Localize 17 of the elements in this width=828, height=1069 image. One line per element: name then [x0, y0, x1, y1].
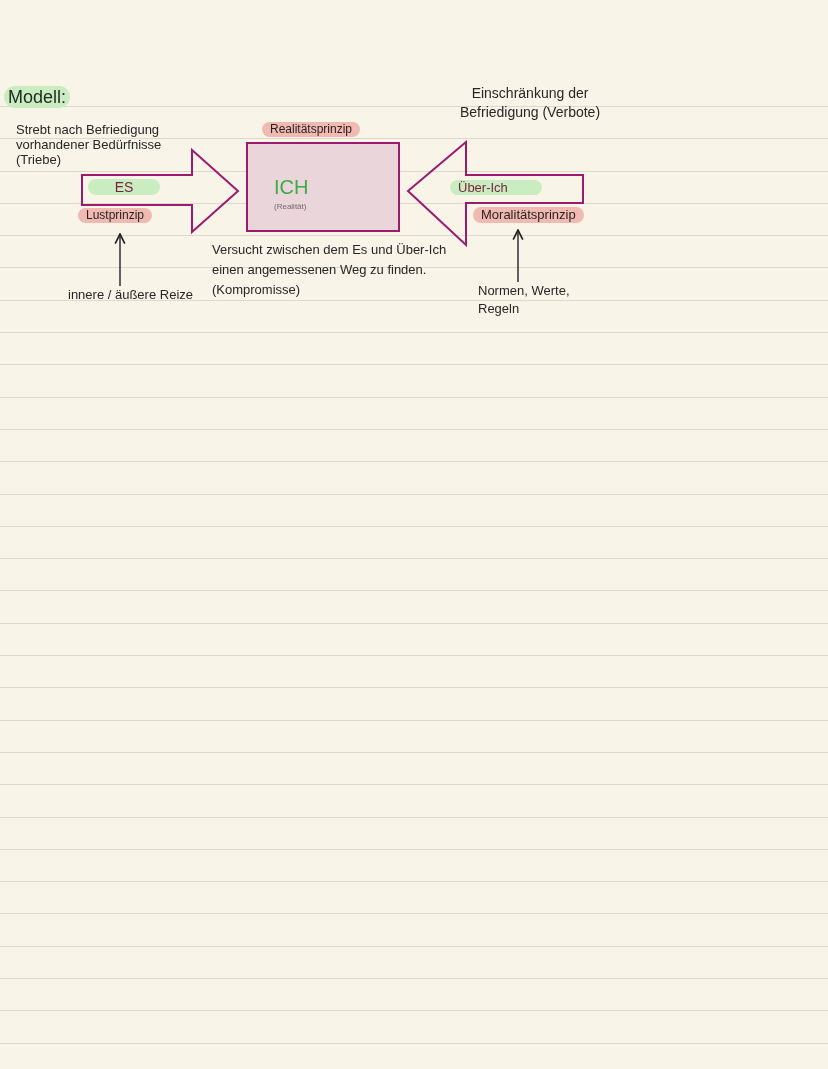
process-box	[246, 142, 400, 232]
annotation-text: Versucht zwischen dem Es und Über-Ich einen angemessenen Weg zu finden. (Kompromisse)	[212, 241, 448, 299]
box-title: ICH	[274, 176, 309, 198]
annotation-text: innere / äußere Reize	[68, 286, 193, 304]
annotation-text: Normen, Werte, Regeln	[478, 282, 571, 318]
annotation-text: Strebt nach Befriedigung vorhandener Bedürfnisse (Triebe)	[16, 122, 163, 167]
box-subtitle: (Realität)	[274, 202, 307, 212]
highlighted-label: Lustprinzip	[78, 208, 153, 223]
highlighted-label: Realitätsprinzip	[262, 122, 361, 137]
arrow	[114, 233, 126, 287]
block-arrow	[76, 148, 242, 234]
annotation-text: Einschränkung der Befriedigung (Verbote)	[458, 84, 602, 122]
highlighted-label: Moralitätsprinzip	[473, 207, 584, 223]
arrow	[512, 229, 524, 283]
highlighted-label: ES	[88, 179, 160, 195]
page-title: Modell:	[4, 86, 71, 108]
highlighted-label: Über-Ich	[450, 180, 542, 195]
